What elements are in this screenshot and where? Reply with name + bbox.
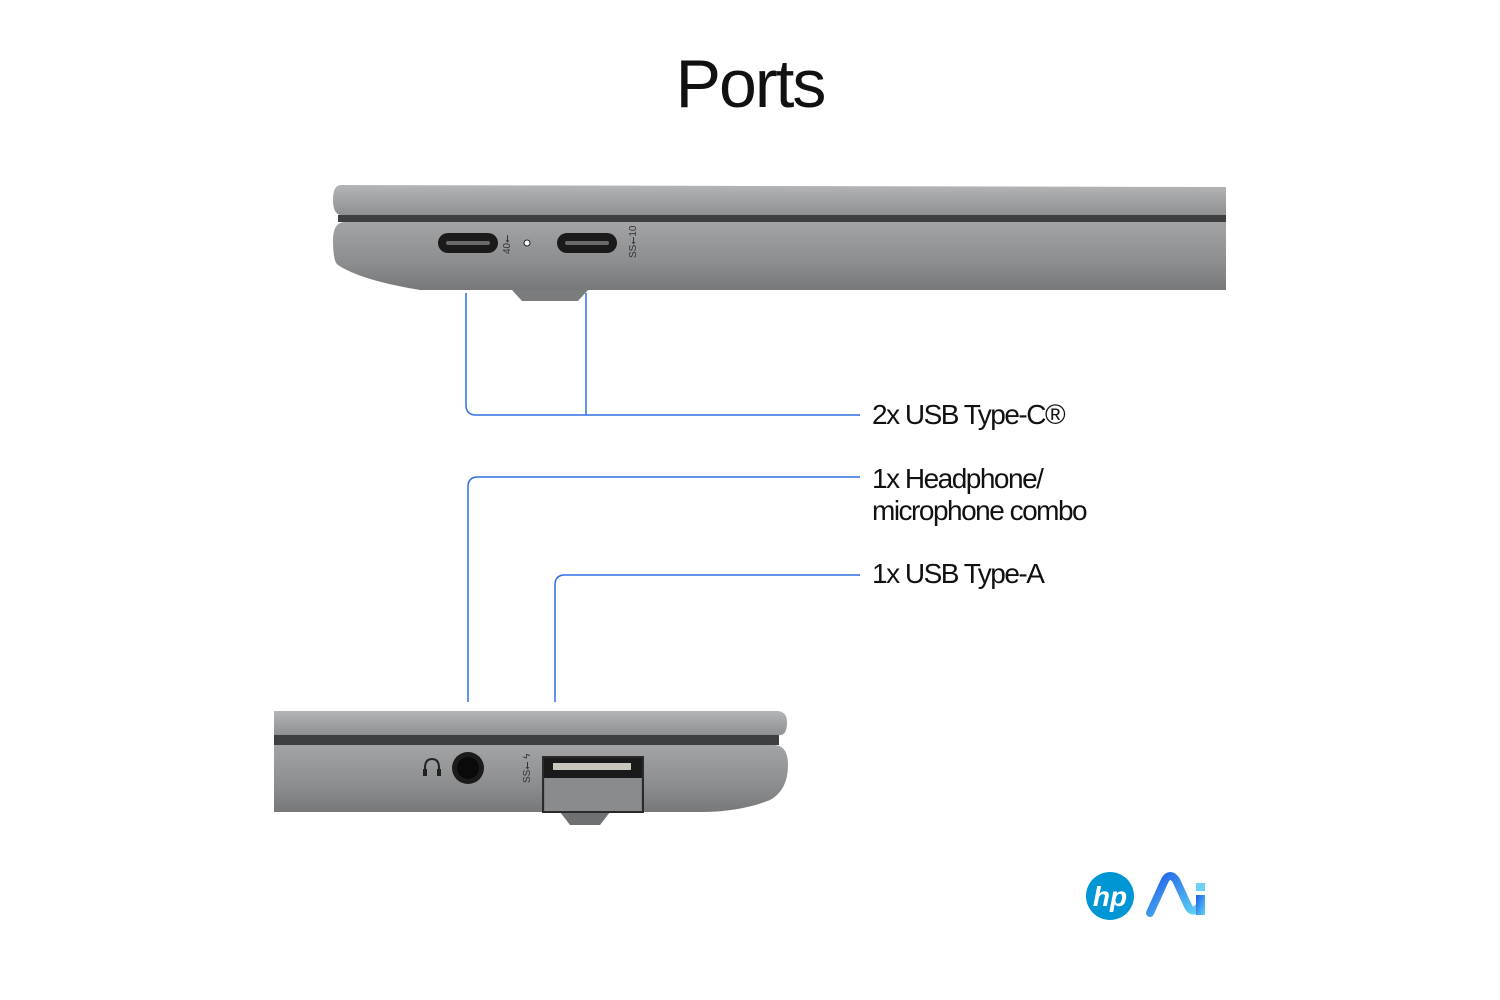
hp-logo: hp [1086,872,1134,920]
callout-usb-c [465,293,860,416]
lid-gap [274,735,779,745]
laptop-base [333,222,1226,290]
superspeed-usb-charging-icon: SS⭠ ϟ [522,753,533,783]
laptop-base [274,745,788,812]
charging-led-icon [523,239,531,247]
svg-text:hp: hp [1093,881,1127,912]
laptop-lid [333,185,1226,215]
label-usb-a: 1x USB Type-A [872,558,1045,589]
page-title: Ports [675,46,827,122]
usb4-40gbps-icon: 40⭠ [502,235,513,254]
label-usb-c: 2x USB Type-C® [872,399,1066,430]
callout-headphone [467,476,860,702]
ai-logo [1146,872,1205,917]
laptop-right-side: SS⭠ ϟ [274,711,788,825]
lid-gap [338,215,1226,222]
laptop-foot [560,812,610,825]
laptop-foot [512,290,588,301]
laptop-left-side: 40⭠ SS⭠10 [333,185,1226,301]
laptop-lid [274,711,787,735]
callout-usb-a [554,574,860,702]
label-headphone-line2: microphone combo [872,495,1088,526]
headset-icon [423,757,441,776]
label-headphone-line1: 1x Headphone/ [872,463,1044,494]
callout-lines [465,293,860,702]
superspeed-usb-10gbps-icon: SS⭠10 [628,225,639,258]
